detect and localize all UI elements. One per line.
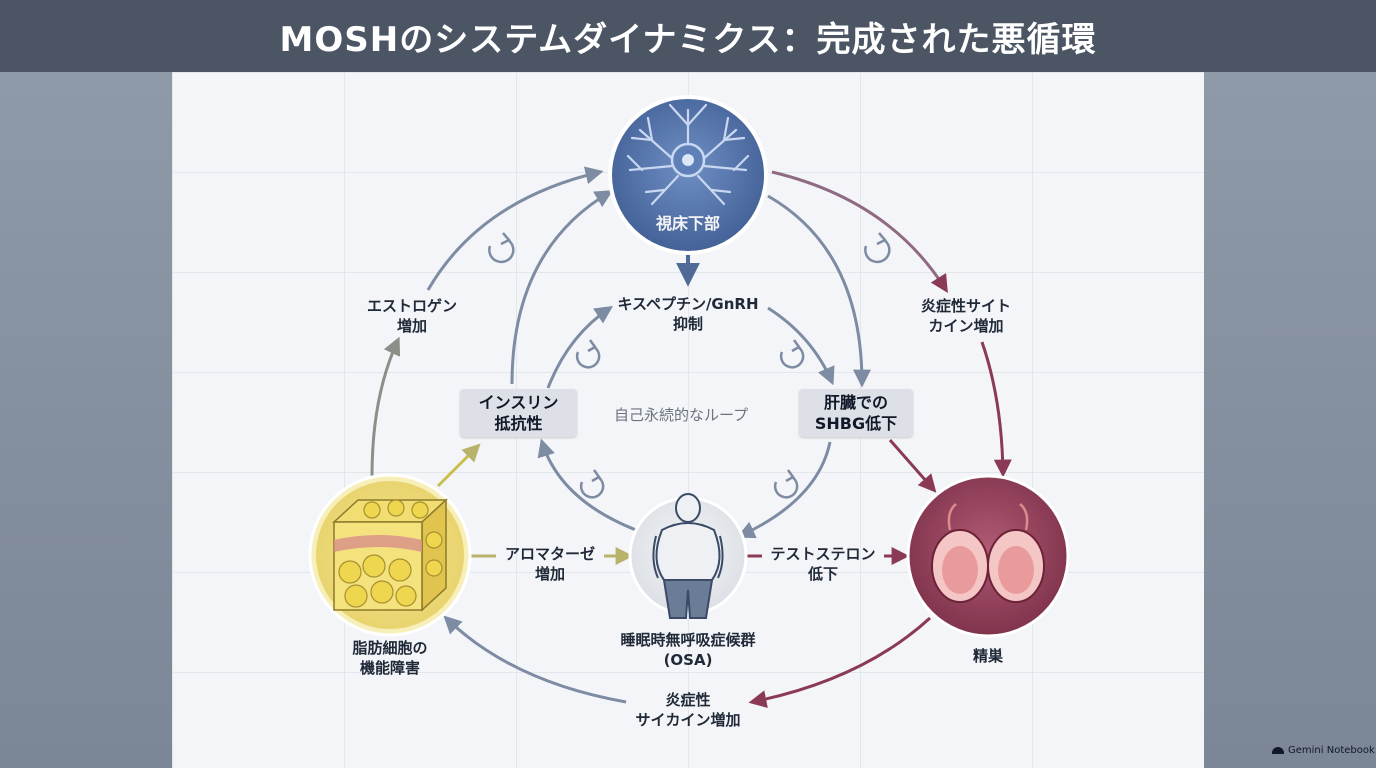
neuron-nucleus <box>682 154 694 166</box>
testosterone-label-line1: テストステロン <box>770 545 876 563</box>
osa-node <box>628 493 748 619</box>
adipocyte-label-line1: 脂肪細胞の <box>352 639 428 657</box>
insulin-box-line1: インスリン <box>478 393 559 412</box>
left-margin <box>0 72 172 768</box>
osa-label: 睡眠時無呼吸症候群 (OSA) <box>598 630 778 670</box>
fat-tissue-icon <box>332 498 448 612</box>
shbg-box-line2: SHBG低下 <box>814 414 898 433</box>
osa-label-line1: 睡眠時無呼吸症候群 <box>620 631 756 649</box>
adipocyte-label: 脂肪細胞の 機能障害 <box>330 638 450 678</box>
aromatase-label: アロマターゼ 増加 <box>494 544 606 584</box>
cytokine-bottom-label-line1: 炎症性 <box>665 691 711 709</box>
loop-icon-inner-upper-right <box>779 339 805 369</box>
arrow-osa-to-insulin <box>537 438 637 532</box>
arrow-cytokine-to-testes <box>980 341 1012 478</box>
arrow-insulin-to-hypothalamus <box>510 190 614 385</box>
insulin-resistance-box: インスリン 抵抗性 <box>460 389 577 437</box>
arrow-adipocyte-to-estrogen <box>370 336 401 477</box>
arrow-hypothalamus-to-cytokine <box>771 170 948 294</box>
estrogen-label-line2: 増加 <box>396 317 427 335</box>
estrogen-label: エストロゲン 増加 <box>350 296 474 336</box>
arrow-testes-to-cytokine-bottom <box>748 616 932 708</box>
testes-label: 精巣 <box>972 647 1003 665</box>
right-margin <box>1204 72 1376 768</box>
person-icon <box>652 493 724 619</box>
cytokine-right-label-line2: カイン増加 <box>928 317 1004 335</box>
arrow-shbg-to-hypothalamus <box>767 194 871 388</box>
testes-icon <box>931 503 1045 603</box>
adipocyte-node <box>308 473 472 637</box>
cytokine-bottom-label-line2: サイカイン増加 <box>635 711 741 729</box>
cytokine-right-label: 炎症性サイト カイン増加 <box>902 296 1030 336</box>
adipocyte-label-line2: 機能障害 <box>359 659 420 677</box>
arrow-insulin-to-kisspeptin <box>546 306 613 389</box>
brand-text: Gemini Notebook <box>1288 745 1375 756</box>
osa-label-line2: (OSA) <box>663 651 713 669</box>
cytokine-bottom-label: 炎症性 サイカイン増加 <box>618 690 758 730</box>
arrow-kisspeptin-to-shbg <box>767 306 835 386</box>
loop-icon-upper-right <box>864 232 891 264</box>
testosterone-label: テストステロン 低下 <box>760 544 886 584</box>
estrogen-label-line1: エストロゲン <box>366 297 457 315</box>
arrow-cytokine-bottom-to-adipocyte <box>443 615 627 704</box>
arrow-adipocyte-to-insulin <box>436 443 481 488</box>
testes-node <box>906 474 1070 638</box>
kisspeptin-label-line2: 抑制 <box>672 315 703 333</box>
page-title: MOSHのシステムダイナミクス：完成された悪循環 <box>0 0 1376 72</box>
arrow-shbg-to-testes <box>888 439 937 493</box>
hypothalamus-node <box>608 95 768 255</box>
gemini-notebook-icon <box>1272 747 1284 754</box>
kisspeptin-label: キスペプチン/GnRH 抑制 <box>598 294 778 334</box>
cytokine-right-label-line1: 炎症性サイト <box>920 297 1011 315</box>
aromatase-label-line2: 増加 <box>534 565 565 583</box>
loop-icon-inner-lower-right <box>773 469 799 499</box>
loop-icon-upper-left <box>488 232 515 264</box>
loop-icon-inner-upper-left <box>575 339 601 369</box>
center-loop-text: 自己永続的なループ <box>614 406 749 424</box>
hypothalamus-label: 視床下部 <box>655 214 720 233</box>
page-title-text: MOSHのシステムダイナミクス：完成された悪循環 <box>279 19 1097 60</box>
aromatase-label-line1: アロマターゼ <box>504 545 595 563</box>
arrow-shbg-to-osa <box>736 441 832 539</box>
shbg-box-line1: 肝臓での <box>823 393 888 412</box>
kisspeptin-label-line1: キスペプチン/GnRH <box>617 295 759 313</box>
insulin-box-line2: 抵抗性 <box>494 414 543 433</box>
shbg-box: 肝臓での SHBG低下 <box>799 389 913 437</box>
arrow-estrogen-to-hypothalamus <box>426 166 604 291</box>
loop-icon-inner-lower-left <box>579 469 605 499</box>
testosterone-label-line2: 低下 <box>807 565 838 583</box>
brand-watermark: Gemini Notebook <box>1272 745 1375 756</box>
